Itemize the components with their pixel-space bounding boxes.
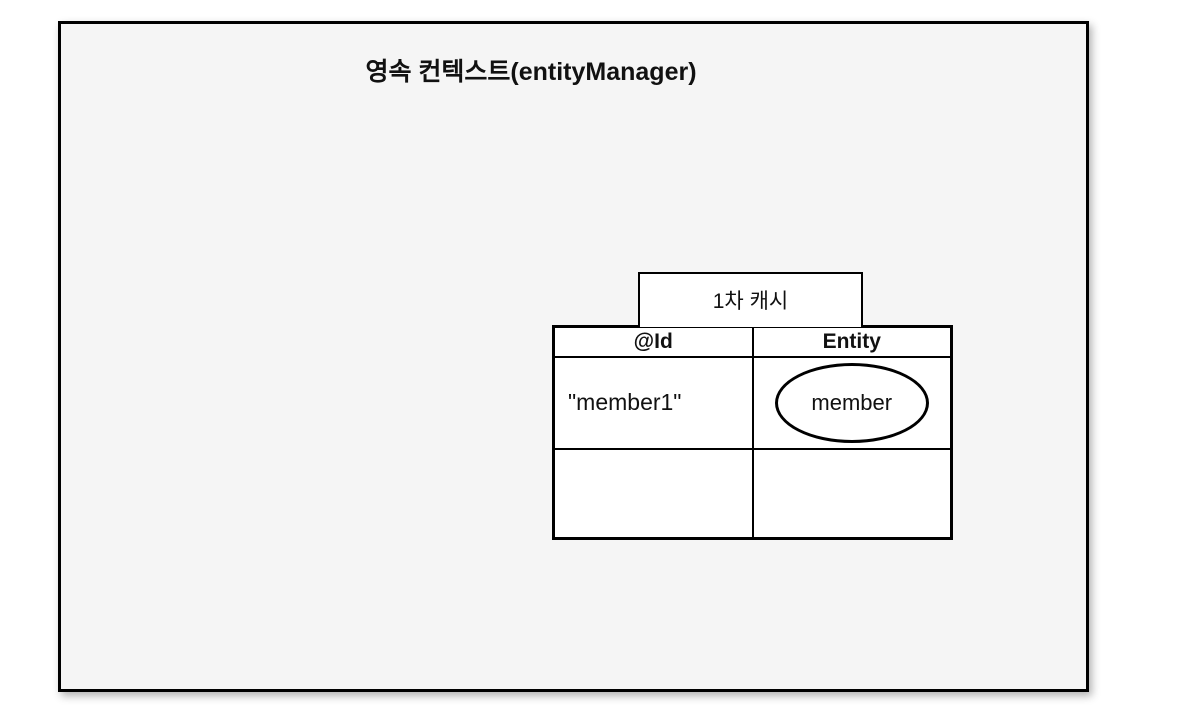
cell-id-empty [552, 447, 754, 540]
member-entity-ellipse: member [774, 362, 929, 443]
member-entity-label: member [811, 389, 893, 415]
table-row: "member1" member [552, 355, 953, 450]
cache-table-container: @Id Entity "member1" member [552, 325, 953, 540]
diagram-title: 영속 컨텍스트(entityManager) [365, 58, 697, 86]
cache-table: @Id Entity "member1" member [552, 325, 953, 540]
cache-table-header-row: @Id Entity [552, 325, 953, 358]
cell-entity-member: member [751, 355, 953, 450]
first-level-cache-label: 1차 캐시 [712, 289, 789, 313]
first-level-cache-label-box: 1차 캐시 [638, 272, 863, 327]
cell-entity-empty [751, 447, 953, 540]
table-row [552, 447, 953, 540]
persistence-context-box: 영속 컨텍스트(entityManager) 1차 캐시 @Id Entity … [58, 21, 1089, 692]
cell-id-member1: "member1" [552, 355, 754, 450]
column-header-id: @Id [552, 325, 754, 358]
column-header-entity: Entity [751, 325, 953, 358]
